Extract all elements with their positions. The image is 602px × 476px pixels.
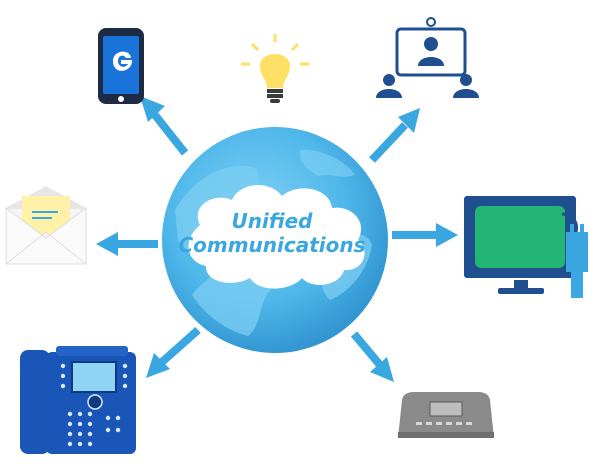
cloud-shape (188, 185, 365, 289)
arrow-top-right (369, 122, 408, 163)
arrow-head-left (96, 232, 118, 256)
center-title-line2: Communications (178, 233, 365, 257)
arrow-head-top-left (140, 96, 165, 122)
arrow-head-top-right (398, 108, 420, 133)
lightbulb-icon (241, 34, 309, 103)
globe: Unified Communications (162, 127, 388, 353)
arrows (96, 96, 458, 382)
arrow-head-right (436, 223, 458, 247)
video-conference-icon (376, 17, 479, 98)
arrow-bottom-left (159, 327, 201, 365)
ip-desk-phone-icon (20, 346, 136, 454)
center-title-line1: Unified (232, 209, 314, 233)
network-device-icon (398, 392, 494, 438)
arrow-bottom-right (350, 331, 384, 368)
arrow-top-left (151, 112, 189, 156)
arrow-head-bottom-left (146, 353, 170, 378)
email-envelope-icon (5, 186, 87, 265)
arrow-head-bottom-right (370, 357, 394, 382)
monitor-with-plug-icon (464, 196, 588, 298)
mobile-phone-icon (98, 28, 144, 104)
